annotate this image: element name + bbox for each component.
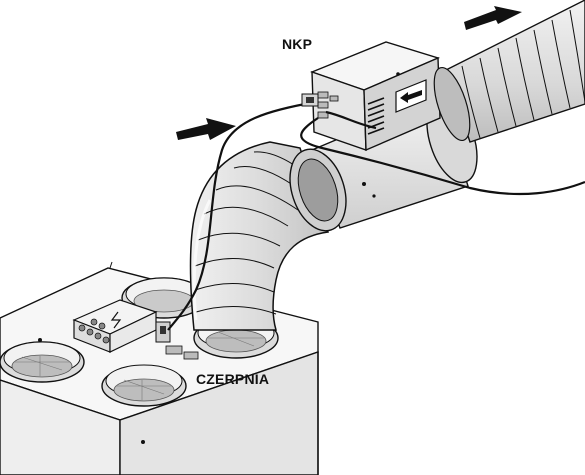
flexible-straight-duct	[433, 0, 585, 143]
unit-side-face	[119, 351, 319, 475]
lightning-icon	[110, 311, 122, 329]
control-plug	[155, 321, 171, 343]
cable-connector	[301, 93, 319, 107]
cable-power	[300, 117, 585, 196]
unit-front-face	[0, 379, 121, 475]
heater-label: NKP	[282, 36, 313, 52]
airflow-direction-label	[395, 79, 427, 113]
unit-spigot-front	[101, 364, 187, 407]
intake-label: CZERPNIA	[196, 371, 270, 387]
arrow-left-icon	[400, 90, 422, 103]
cables	[167, 100, 585, 331]
unit-spigot-left	[0, 338, 85, 383]
cable-to-control	[167, 100, 317, 331]
unit-connector	[165, 345, 199, 360]
airflow-arrow-icon	[464, 6, 522, 30]
duct-heater-nkp	[289, 41, 478, 232]
screw-icon	[141, 440, 145, 444]
airflow-arrow-icon	[176, 118, 236, 140]
